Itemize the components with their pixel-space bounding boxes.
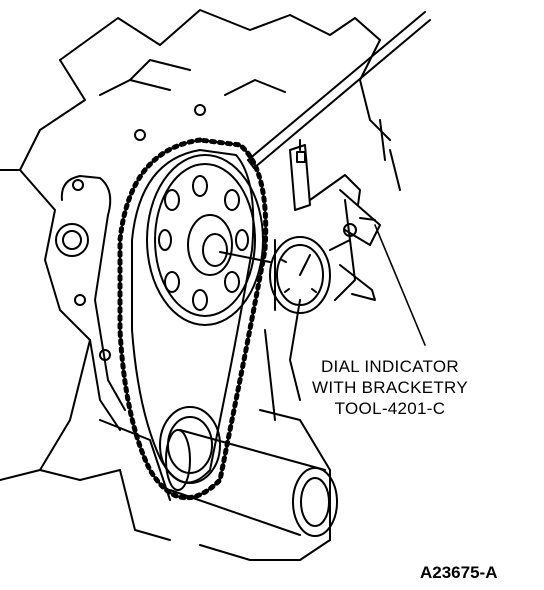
probe-rod: [247, 11, 431, 169]
callout-line-2: WITH BRACKETRY: [312, 378, 468, 397]
dial-bracket: [289, 139, 381, 246]
camshaft-sprocket: [146, 154, 271, 326]
tool-callout-label: DIAL INDICATOR WITH BRACKETRY TOOL-4201-…: [300, 356, 480, 419]
callout-line-3: TOOL-4201-C: [334, 399, 446, 418]
engine-block: [0, 9, 401, 561]
crank-tube: [165, 429, 338, 537]
callout-leader: [374, 224, 426, 346]
figure-id: A23675-A: [420, 563, 498, 582]
callout-line-1: DIAL INDICATOR: [320, 357, 460, 376]
dial-indicator: [269, 236, 376, 314]
